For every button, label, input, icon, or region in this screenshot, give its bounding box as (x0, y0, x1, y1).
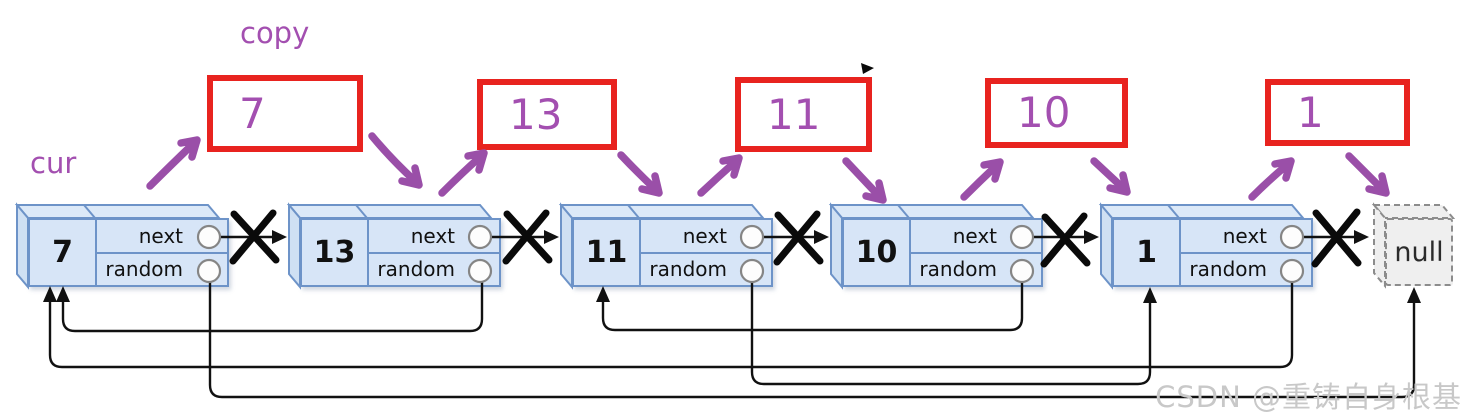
watermark: CSDN @重铸自身根基 (1155, 380, 1462, 414)
node-7: 7 next random (28, 218, 229, 287)
node-1-value: 1 (1114, 220, 1181, 285)
up-arrow-10 (960, 158, 1004, 201)
node-10-next-field: next (911, 220, 1041, 254)
copy-box-10: 10 (985, 78, 1128, 148)
copy-label: copy (240, 16, 310, 50)
down-arrow-11 (842, 157, 887, 204)
up-arrow-1 (1248, 157, 1295, 201)
node-11-value: 11 (574, 220, 641, 285)
copy-box-11: 11 (735, 77, 872, 152)
copy-box-1: 1 (1265, 79, 1410, 146)
random-1-to-7 (48, 282, 1294, 369)
node-10-value: 10 (844, 220, 911, 285)
node-1-random-field: random (1189, 257, 1267, 282)
null-node: null (1385, 218, 1453, 286)
down-arrow-10 (1090, 157, 1131, 196)
cur-label: cur (30, 146, 77, 180)
node-7-random-field: random (105, 257, 183, 282)
node-13: 13 next random (300, 218, 501, 287)
up-arrow-11 (697, 154, 743, 197)
copy-box-7: 7 (207, 75, 363, 152)
node-11: 11 next random (572, 218, 773, 287)
copy-box-11-value: 11 (767, 89, 821, 139)
copy-box-13-value: 13 (509, 89, 563, 139)
node-10: 10 next random (842, 218, 1043, 287)
up-arrow-7 (146, 136, 201, 190)
node-1: 1 next random (1112, 218, 1313, 287)
node-13-random-field: random (377, 257, 455, 282)
node-11-next-field: next (641, 220, 771, 254)
down-arrow-1 (1345, 152, 1390, 197)
random-13-to-7 (61, 282, 484, 333)
node-7-next-field: next (97, 220, 227, 254)
copy-box-7-value: 7 (239, 88, 266, 138)
node-13-next-field: next (369, 220, 499, 254)
copy-box-1-value: 1 (1297, 87, 1324, 137)
node-7-value: 7 (30, 220, 97, 285)
random-10-to-11 (601, 282, 1024, 332)
node-11-random-field: random (649, 257, 727, 282)
copy-box-13: 13 (477, 79, 617, 150)
pen-mark (861, 63, 874, 74)
node-1-next-field: next (1181, 220, 1311, 254)
down-arrow-13 (617, 151, 663, 197)
down-arrow-7 (368, 132, 423, 189)
up-arrow-13 (438, 149, 488, 197)
random-pointer-arrowheads (43, 286, 1421, 303)
copy-box-10-value: 10 (1017, 88, 1071, 137)
random-11-to-1 (750, 282, 1152, 386)
node-13-value: 13 (302, 220, 369, 285)
node-10-random-field: random (919, 257, 997, 282)
